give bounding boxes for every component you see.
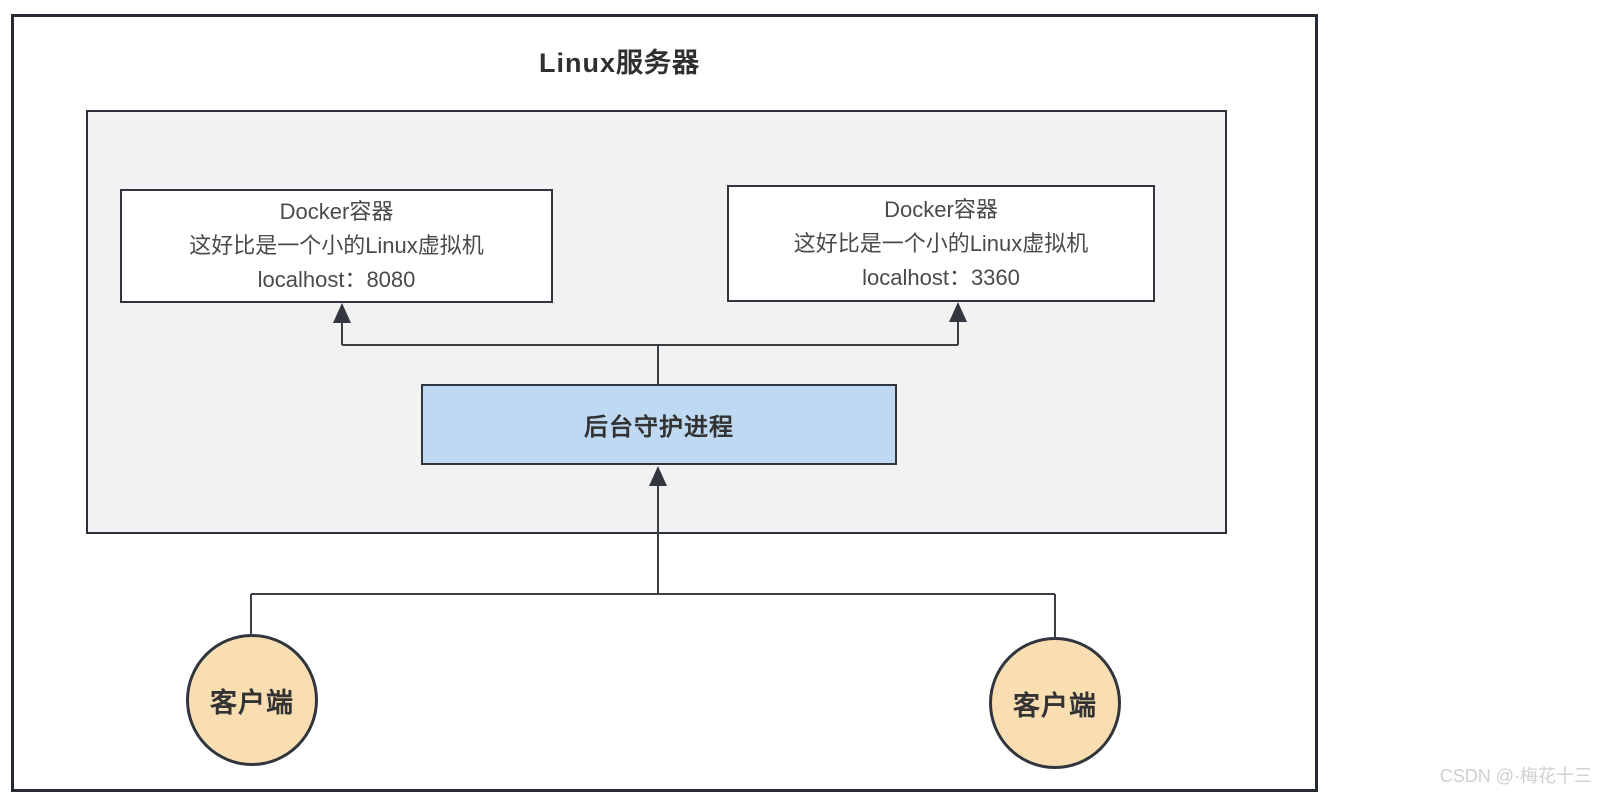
daemon-box: 后台守护进程: [421, 384, 897, 465]
container-title: Docker容器: [279, 199, 394, 224]
container-description: 这好比是一个小的Linux虚拟机: [189, 233, 484, 258]
docker-host-area: [86, 110, 1227, 534]
docker-container-box-2: Docker容器 这好比是一个小的Linux虚拟机 localhost：3360: [727, 185, 1155, 302]
container-description: 这好比是一个小的Linux虚拟机: [793, 230, 1089, 256]
diagram-title: Linux服务器: [539, 48, 700, 78]
docker-container-box-1: Docker容器 这好比是一个小的Linux虚拟机 localhost：8080: [120, 189, 553, 303]
client-node-2: 客户端: [989, 637, 1121, 769]
watermark: CSDN @·梅花十三: [1439, 766, 1592, 786]
container-address: localhost：8080: [257, 267, 416, 292]
container-address: localhost：3360: [862, 264, 1020, 290]
container-title: Docker容器: [884, 196, 998, 222]
client-node-1: 客户端: [186, 634, 318, 766]
